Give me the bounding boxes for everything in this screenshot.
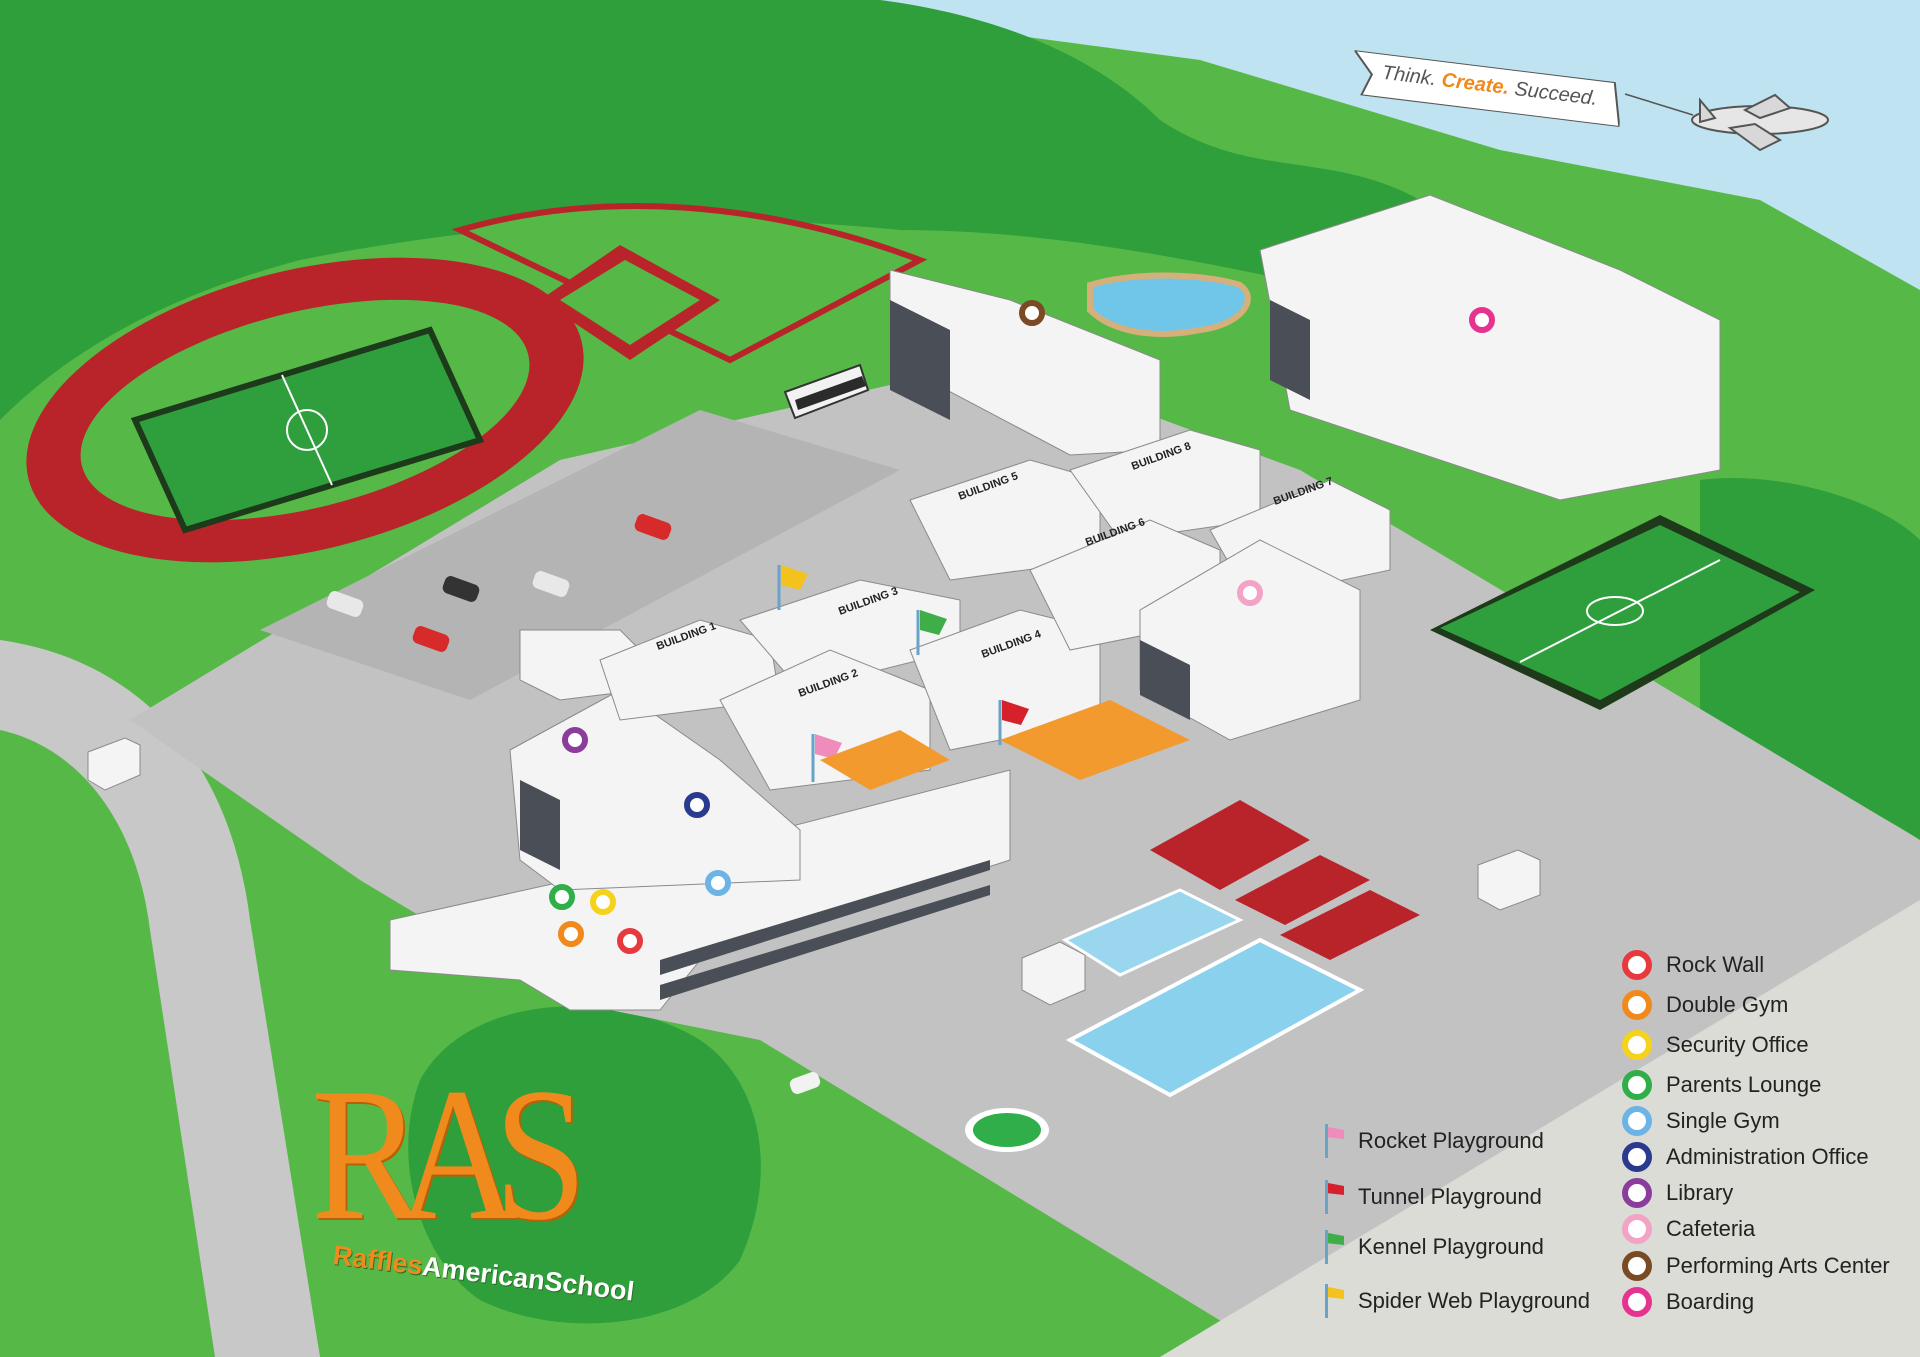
security-office-marker bbox=[590, 889, 616, 915]
performing-arts-center-ring-icon bbox=[1622, 1251, 1652, 1281]
kiosks bbox=[87, 737, 1541, 1006]
boarding-marker bbox=[1469, 307, 1495, 333]
playground-areas bbox=[820, 700, 1190, 790]
rocket-flag-icon bbox=[1322, 1124, 1344, 1158]
roundabout bbox=[965, 1108, 1049, 1152]
legend-tunnel-playground: Tunnel Playground bbox=[1322, 1180, 1542, 1214]
school-logo: RAS RafflesAmericanSchool bbox=[305, 1050, 636, 1340]
building-windows bbox=[520, 300, 1310, 1000]
sea bbox=[880, 0, 1920, 290]
kennel-flag-icon bbox=[1322, 1230, 1344, 1264]
baseball-field bbox=[451, 203, 928, 364]
rock-wall-ring-icon bbox=[1622, 950, 1652, 980]
legend-security-office: Security Office bbox=[1622, 1030, 1809, 1060]
administration-marker bbox=[684, 792, 710, 818]
parents-lounge-marker bbox=[549, 884, 575, 910]
legend-single-gym: Single Gym bbox=[1622, 1106, 1780, 1136]
legend-administration-office: Administration Office bbox=[1622, 1142, 1869, 1172]
legend-spider-web-playground: Spider Web Playground bbox=[1322, 1284, 1590, 1318]
facility-markers bbox=[549, 300, 1495, 954]
bottom-road bbox=[1160, 900, 1920, 1357]
tunnel-flag-icon bbox=[1322, 1180, 1344, 1214]
running-track bbox=[26, 257, 584, 563]
curved-road bbox=[0, 640, 320, 1357]
cafeteria-ring-icon bbox=[1622, 1214, 1652, 1244]
playground-flags bbox=[777, 565, 1029, 782]
parents-lounge-ring-icon bbox=[1622, 1070, 1652, 1100]
legend-parents-lounge: Parents Lounge bbox=[1622, 1070, 1821, 1100]
security-office-ring-icon bbox=[1622, 1030, 1652, 1060]
performing-arts-marker bbox=[1019, 300, 1045, 326]
swimming-pool bbox=[1061, 888, 1365, 1098]
legend-rock-wall: Rock Wall bbox=[1622, 950, 1764, 980]
spider-web-flag-icon bbox=[1322, 1284, 1344, 1318]
legend-rocket-playground: Rocket Playground bbox=[1322, 1124, 1544, 1158]
cars bbox=[326, 514, 821, 1094]
logo-mark: RAS bbox=[311, 1050, 587, 1260]
soccer-field bbox=[1430, 515, 1815, 710]
single-gym-ring-icon bbox=[1622, 1106, 1652, 1136]
legend-boarding: Boarding bbox=[1622, 1287, 1754, 1317]
library-ring-icon bbox=[1622, 1178, 1652, 1208]
rock-wall-marker bbox=[617, 928, 643, 954]
library-marker bbox=[562, 727, 588, 753]
administration-office-ring-icon bbox=[1622, 1142, 1652, 1172]
cafeteria-marker bbox=[1237, 580, 1263, 606]
bus bbox=[783, 363, 870, 420]
plane-icon bbox=[1624, 93, 1829, 152]
plane-banner: Think. Create. Succeed. bbox=[1349, 50, 1624, 127]
buildings-complex bbox=[389, 194, 1721, 1011]
legend-performing-arts-center: Performing Arts Center bbox=[1622, 1251, 1890, 1281]
sports-courts bbox=[1150, 800, 1420, 960]
legend-cafeteria: Cafeteria bbox=[1622, 1214, 1755, 1244]
legend-kennel-playground: Kennel Playground bbox=[1322, 1230, 1544, 1264]
double-gym-marker bbox=[558, 921, 584, 947]
pond bbox=[1087, 272, 1251, 337]
boarding-ring-icon bbox=[1622, 1287, 1652, 1317]
legend-library: Library bbox=[1622, 1178, 1733, 1208]
legend-double-gym: Double Gym bbox=[1622, 990, 1788, 1020]
single-gym-marker bbox=[705, 870, 731, 896]
double-gym-ring-icon bbox=[1622, 990, 1652, 1020]
